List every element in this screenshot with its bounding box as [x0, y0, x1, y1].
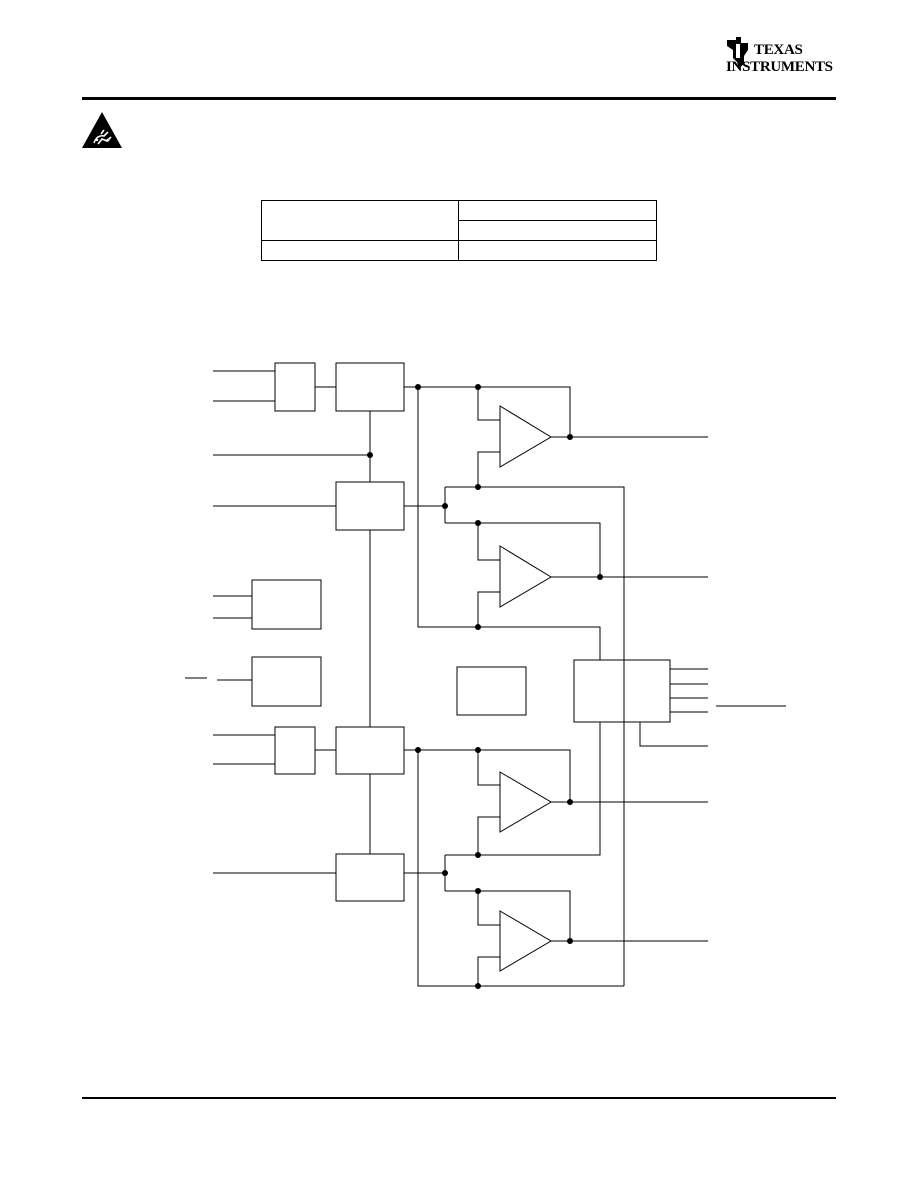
- brand-name-line1: TEXAS: [754, 42, 803, 58]
- register-block: [335, 481, 405, 531]
- buffer-amp: [499, 545, 552, 608]
- junction-dots: [367, 384, 603, 989]
- footer-rule: [82, 1097, 836, 1099]
- esd-warning-icon: [82, 112, 122, 148]
- reference-block: [456, 666, 527, 716]
- ordering-table: [261, 200, 657, 261]
- buffer-amp: [499, 910, 552, 972]
- register-block: [335, 726, 405, 775]
- ti-logo: TEXAS INSTRUMENTS: [724, 34, 836, 76]
- buffer-amp: [499, 771, 552, 833]
- register-block: [335, 853, 405, 902]
- ti-logo-icon: [727, 37, 748, 68]
- register-block: [335, 362, 405, 412]
- table-cell: [261, 200, 459, 241]
- logic-block: [274, 726, 316, 775]
- logic-block: [274, 362, 316, 412]
- table-cell: [458, 200, 657, 221]
- buffer-amp: [499, 405, 552, 468]
- output-control-block: [573, 659, 671, 723]
- control-block: [251, 656, 322, 707]
- functional-block-diagram: [185, 362, 786, 989]
- table-row: [261, 200, 657, 241]
- header-rule: [82, 97, 836, 100]
- table-cell: [458, 240, 657, 261]
- table-row: [261, 240, 657, 261]
- control-block: [251, 579, 322, 630]
- brand-name-line2: INSTRUMENTS: [726, 59, 833, 75]
- table-cell: [458, 220, 657, 241]
- table-cell: [261, 240, 459, 261]
